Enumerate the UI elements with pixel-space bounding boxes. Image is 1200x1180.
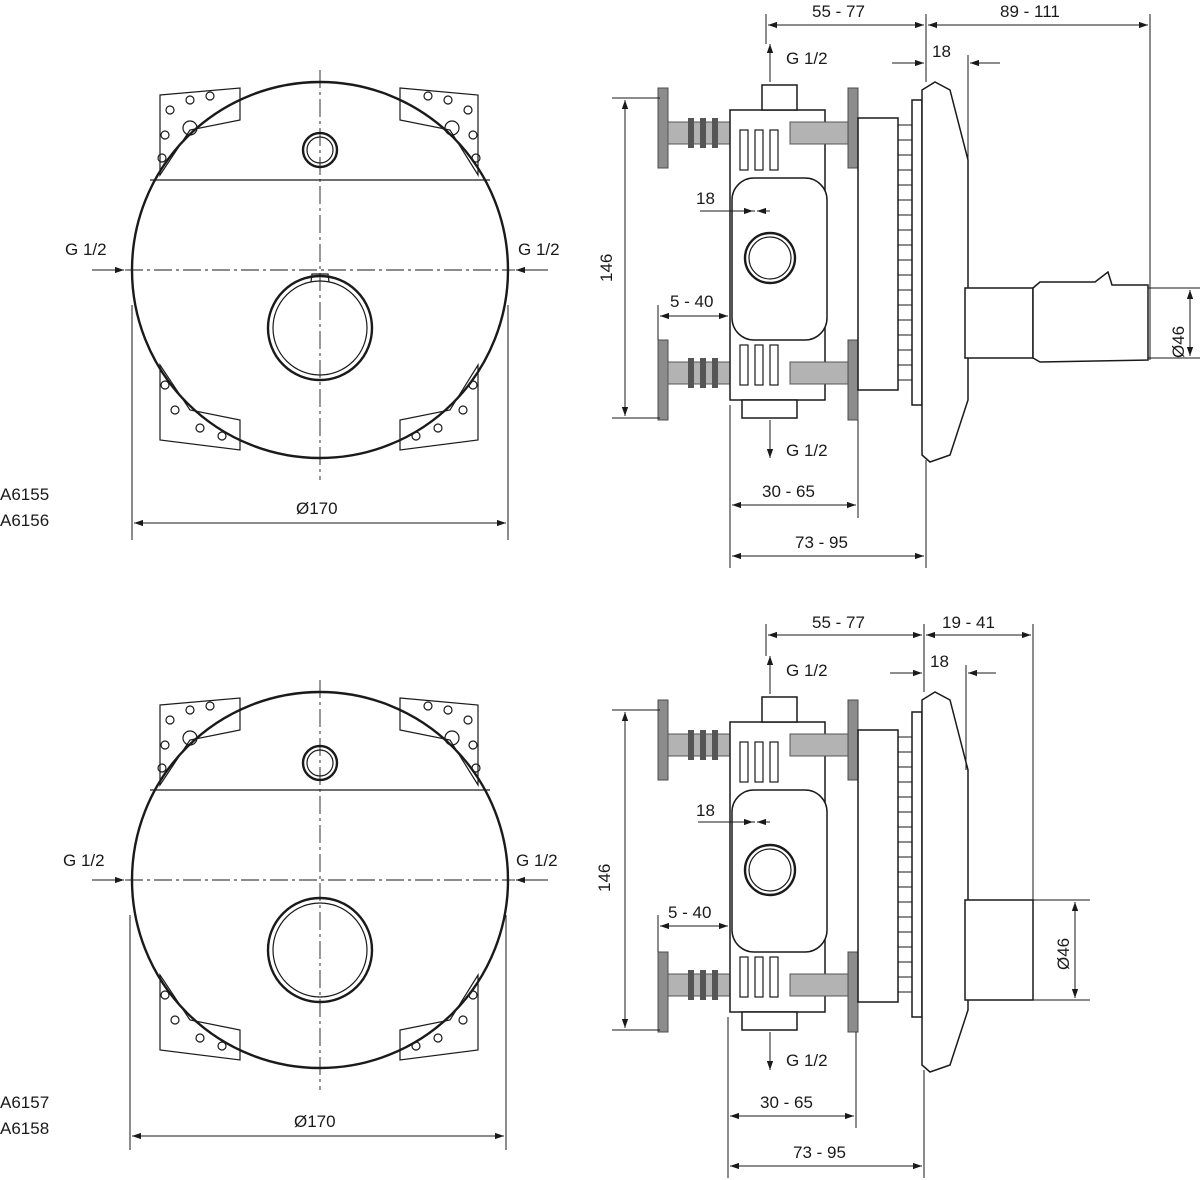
depth-b-label-2: 73 - 95 [793,1143,846,1162]
valve-center-port-2 [743,843,797,897]
frame-flange-bottom [847,339,859,421]
outlet-label-top: G 1/2 [786,49,828,68]
valve-top-nut-2 [761,696,798,723]
thermostat-handle-2 [964,899,1034,1001]
control-handle-inner-2 [272,902,368,998]
model-code-3: A6157 [0,1093,49,1112]
pipe-stub-bottom-2 [667,973,731,997]
valve-bottom-nut-2 [741,1011,798,1031]
sleeve-collar [911,99,923,406]
top-drawing: G 1/2 G 1/2 Ø170 A6155 A6156 [0,2,1200,568]
inlet-label-left-2: G 1/2 [63,851,105,870]
frame-section-bottom-2 [789,973,849,997]
pipe-ribs-2 [688,730,718,1000]
top-dim-b-label: 89 - 111 [1000,2,1060,21]
pipe-flange-bottom [657,339,669,421]
height-label: 146 [597,254,616,282]
top-dim-a-label: 55 - 77 [812,2,865,21]
inlet-label-right: G 1/2 [518,240,560,259]
small-dim-label: 18 [932,42,951,61]
valve-top-nut [761,84,798,111]
front-view-bottom: G 1/2 G 1/2 Ø170 A6157 A6158 [0,680,558,1150]
frame-section-top [789,121,849,145]
handle-dia-label: Ø46 [1169,326,1188,358]
frame-flange-bottom-2 [847,951,859,1033]
side-view-top: G 1/2 G 1/2 55 - 77 89 - 111 18 146 18 [597,2,1200,568]
frame-section-top-2 [789,733,849,757]
sleeve-collar-2 [911,711,923,1018]
height-label-2: 146 [595,864,614,892]
model-code-1: A6155 [0,485,49,504]
valve-center-port-inner-2 [748,848,792,892]
frame-section-bottom [789,361,849,385]
side-view-bottom: G 1/2 G 1/2 55 - 77 19 - 41 18 146 18 5 … [595,613,1090,1178]
pipe-stub-top-2 [667,733,731,757]
inlet-label-right-2: G 1/2 [516,851,558,870]
cover-plate-profile-2 [921,691,969,1073]
model-code-2: A6156 [0,511,49,530]
outlet-label-top-2: G 1/2 [786,661,828,680]
body-inner-slots-2 [739,741,779,998]
mounting-bracket-top-right-2 [399,697,479,788]
pipe-flange-top [657,87,669,169]
mounting-sleeve-2 [857,729,899,1003]
model-code-4: A6158 [0,1119,49,1138]
cover-plate-profile [921,81,969,463]
valve-center-box-2 [731,789,828,953]
mounting-bracket-top-left [159,87,241,177]
frame-flange-top-2 [847,699,859,781]
pipe-stub-bottom [667,361,731,385]
adjust-label-2: 5 - 40 [668,903,711,922]
handle-dia-label-2: Ø46 [1054,938,1073,970]
body-inner-slots [739,129,779,386]
top-dim-a-label-2: 55 - 77 [812,613,865,632]
bottom-drawing: G 1/2 G 1/2 Ø170 A6157 A6158 [0,613,1090,1178]
inner-dim-label-2: 18 [696,801,715,820]
depth-b-label: 73 - 95 [795,533,848,552]
front-view-top: G 1/2 G 1/2 Ø170 A6155 A6156 [0,70,560,540]
bracket-holes-2 [157,701,481,1051]
frame-flange-top [847,87,859,169]
pipe-flange-top-2 [657,699,669,781]
valve-center-box [731,177,828,341]
depth-a-label: 30 - 65 [762,482,815,501]
top-dim-b-label-2: 19 - 41 [942,613,995,632]
diameter-label-2: Ø170 [294,1112,336,1131]
bracket-holes [157,91,481,441]
inlet-label-left: G 1/2 [65,240,107,259]
outlet-label-bottom: G 1/2 [786,441,828,460]
outlet-label-bottom-2: G 1/2 [786,1051,828,1070]
mounting-bracket-top-right [399,87,479,178]
pipe-ribs [688,118,718,388]
adjust-label: 5 - 40 [670,292,713,311]
thermostat-handle [964,287,1034,359]
depth-a-label-2: 30 - 65 [760,1093,813,1112]
mounting-sleeve [857,117,899,391]
inner-dim-label: 18 [696,189,715,208]
valve-center-port [743,231,797,285]
mounting-bracket-top-left-2 [159,697,241,787]
pipe-flange-bottom-2 [657,951,669,1033]
small-dim-label-2: 18 [930,652,949,671]
pipe-stub-top [667,121,731,145]
thermostat-handle-cap [1032,270,1149,363]
diameter-label: Ø170 [296,499,338,518]
valve-center-port-inner [748,236,792,280]
valve-bottom-nut [741,399,798,419]
